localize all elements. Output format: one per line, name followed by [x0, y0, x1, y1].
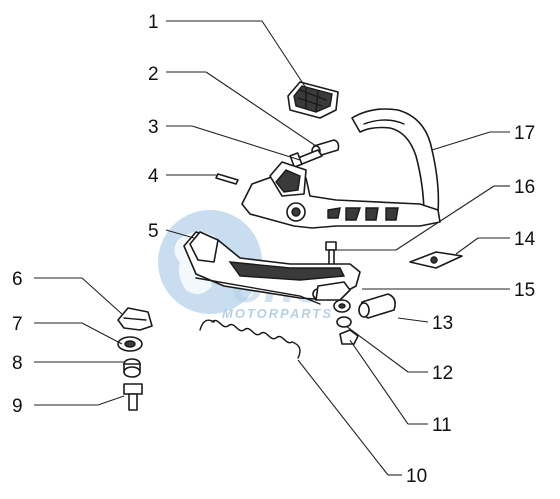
part-9-bolt	[123, 383, 143, 411]
callout-labels: 1 2 3 4 5 6 7 8 9 10 11 12 13 14 15 16 1…	[12, 12, 536, 487]
callout-9: 9	[12, 396, 23, 417]
callout-11: 11	[432, 415, 452, 436]
part-13-bushing	[358, 293, 396, 319]
part-12-washer	[333, 299, 352, 328]
callout-1: 1	[148, 12, 159, 33]
watermark-text: MOTORPARTS	[222, 306, 333, 321]
callout-3: 3	[148, 117, 159, 138]
part-16-bolt	[325, 241, 337, 267]
callout-13: 13	[432, 313, 453, 334]
callout-7: 7	[12, 314, 23, 335]
part-16-stand-bracket	[241, 161, 441, 229]
callout-4: 4	[148, 166, 159, 187]
callout-8: 8	[12, 353, 23, 374]
part-8-spacer	[123, 358, 141, 378]
part-1-rubber-pad	[287, 81, 339, 119]
part-10-spring	[199, 319, 301, 359]
part-14-plate	[409, 251, 463, 269]
part-17-lever	[351, 108, 440, 217]
callout-12: 12	[432, 363, 453, 384]
part-7-washer	[117, 336, 143, 352]
part-3-screw	[289, 149, 323, 168]
callout-5: 5	[148, 221, 159, 242]
part-15-clip	[315, 281, 351, 301]
callout-14: 14	[514, 229, 536, 250]
callout-10: 10	[406, 466, 427, 487]
callout-15: 15	[514, 280, 535, 301]
callout-17: 17	[514, 123, 535, 144]
part-11-nut	[339, 329, 359, 345]
callout-2: 2	[148, 64, 159, 85]
callout-6: 6	[12, 269, 23, 290]
part-6-cap	[117, 307, 153, 331]
part-5-stand-plate	[183, 231, 361, 305]
callout-16: 16	[514, 177, 535, 198]
part-4-small-pin	[215, 173, 239, 185]
leader-lines	[34, 20, 510, 476]
